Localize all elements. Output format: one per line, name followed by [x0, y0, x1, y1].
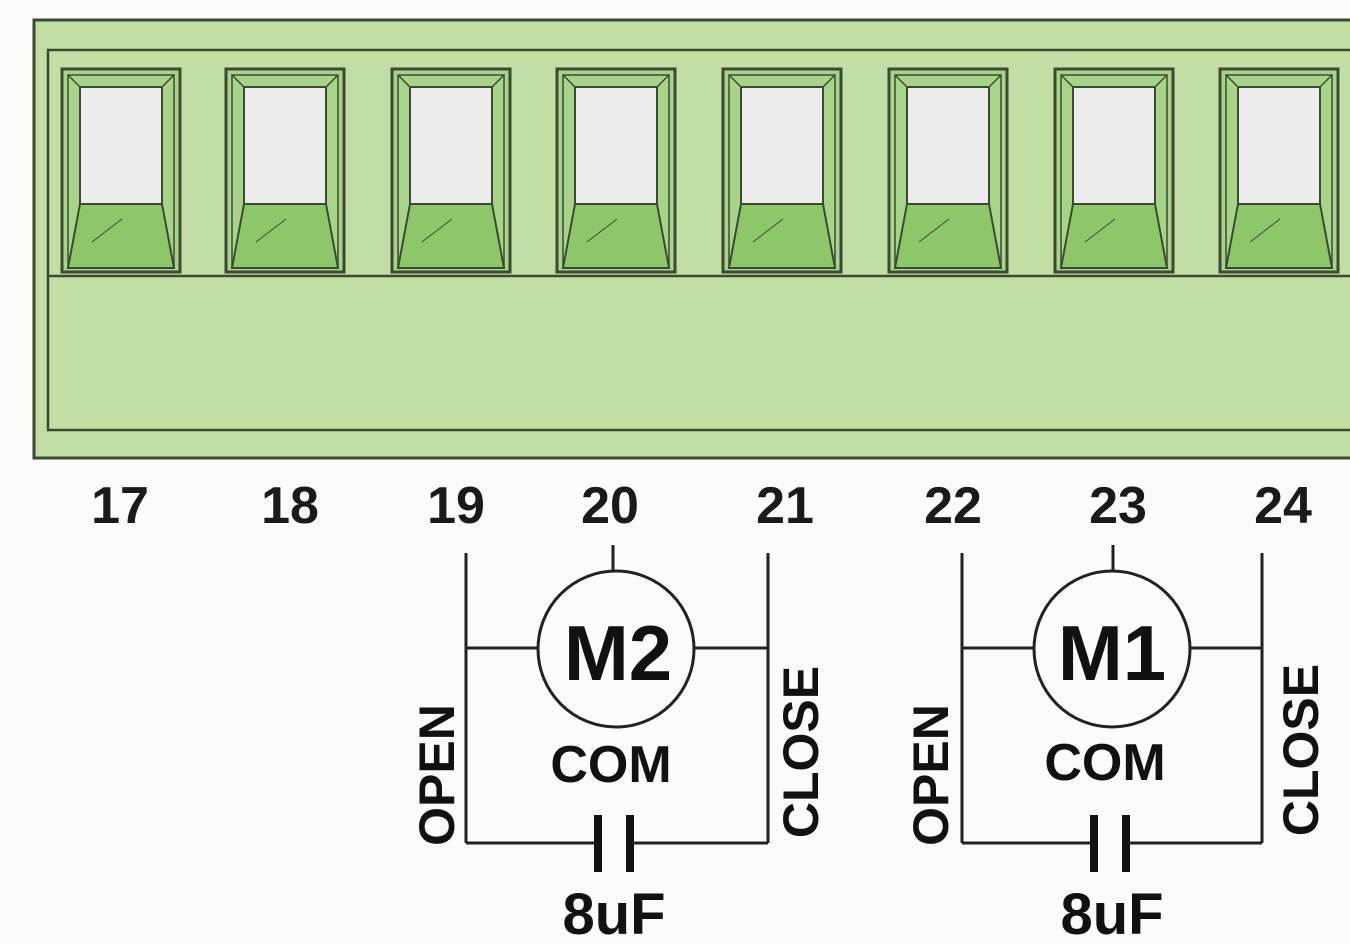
terminal-number-22: 22: [924, 477, 982, 535]
terminal-screw-window: [224, 67, 346, 274]
motor-m1-capacitor-label: 8uF: [1060, 882, 1163, 944]
terminal-screw-window: [1218, 67, 1340, 274]
motor-m1-label: M1: [1058, 609, 1166, 697]
motor-m1-close-label: CLOSE: [1273, 664, 1329, 836]
terminal-screw-window: [60, 67, 182, 274]
motor-m1-com-label: COM: [1044, 734, 1165, 792]
motor-m1-circuit: M1 COM 8uF OPEN CLOSE: [903, 545, 1329, 944]
motor-m2-close-label: CLOSE: [773, 666, 829, 838]
terminal-screw-window: [721, 67, 843, 274]
motor-m1-open-label: OPEN: [903, 704, 959, 846]
terminal-number-20: 20: [581, 477, 639, 535]
terminal-screw-window: [555, 67, 677, 274]
motor-m2-circle: [536, 569, 696, 729]
terminal-windows: [60, 67, 1340, 274]
terminal-numbers: 17 18 19 20 21 22 23 24: [91, 477, 1312, 535]
motor-m2-circuit: M2 COM 8uF OPEN CLOSE: [409, 545, 829, 944]
terminal-screw-window: [1053, 67, 1175, 274]
terminal-screw-window: [390, 67, 512, 274]
motor-m2-open-label: OPEN: [409, 704, 465, 846]
terminal-screw-window: [887, 67, 1009, 274]
terminal-number-23: 23: [1089, 477, 1147, 535]
terminal-number-24: 24: [1254, 477, 1312, 535]
motor-m1-circle: [1032, 569, 1192, 729]
motor-m2-com-label: COM: [550, 736, 671, 794]
terminal-number-19: 19: [427, 477, 485, 535]
motor-m2-capacitor-label: 8uF: [562, 882, 665, 944]
terminal-number-17: 17: [91, 477, 149, 535]
terminal-number-21: 21: [756, 477, 814, 535]
terminal-number-18: 18: [261, 477, 319, 535]
motor-m2-label: M2: [564, 609, 672, 697]
